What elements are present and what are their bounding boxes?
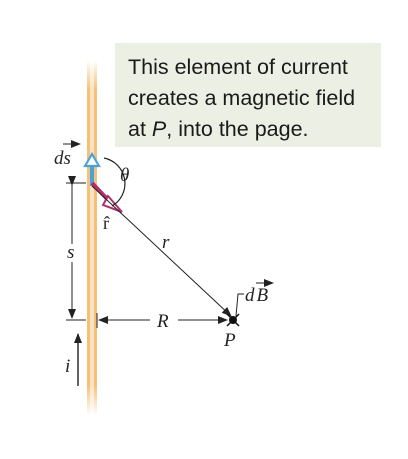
ds-arrow: [83, 151, 101, 186]
R-label: R: [156, 311, 169, 332]
r-line: [91, 185, 232, 317]
r-label: r: [162, 232, 170, 253]
theta-label: θ: [120, 165, 129, 186]
callout-line-3: at P, into the page.: [128, 114, 381, 145]
theta-arc: [103, 157, 126, 207]
current-wire: [84, 60, 100, 415]
callout-line-3-pre: at: [128, 117, 152, 141]
callout-line-3-post: , into the page.: [166, 117, 309, 141]
P-label: P: [223, 330, 236, 351]
s-label: s: [67, 242, 74, 263]
callout-line-2: creates a magnetic field: [128, 86, 356, 110]
i-label: i: [65, 356, 70, 377]
callout-point-P: P: [151, 117, 167, 141]
r-hat-label: r̂: [103, 213, 110, 233]
dB-leader: [235, 293, 244, 317]
R-dimension: [96, 313, 228, 328]
s-dimension: [66, 176, 86, 321]
explanation-callout: This element of current creates a magnet…: [115, 43, 381, 147]
callout-line-1: This element of current: [128, 55, 348, 79]
ds-label: ds: [54, 148, 71, 169]
point-P: [226, 313, 240, 327]
dB-label: dB: [245, 285, 270, 306]
